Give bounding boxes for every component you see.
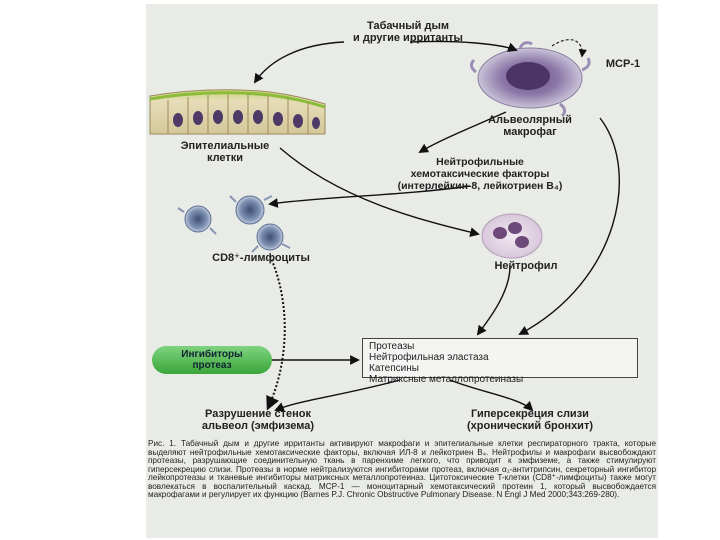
smoke-label: Табачный дым и другие ирританты xyxy=(353,20,463,44)
mcp1-label: MCP-1 xyxy=(605,58,641,70)
proteases-title: Протеазы xyxy=(369,341,415,352)
neutrophil-graphic xyxy=(481,213,543,259)
macrophage-graphic xyxy=(469,41,591,118)
bronchitis-label: Гиперсекреция слизи (хронический бронхит… xyxy=(467,408,593,432)
proteases-item: Нейтрофильная эластаза xyxy=(369,352,489,363)
neutrophil-label: Нейтрофил xyxy=(494,260,558,272)
chemotactic-factors-label: Нейтрофильные хемотаксические факторы (и… xyxy=(397,156,563,192)
pathway-arrows xyxy=(253,40,620,412)
cd8-label: CD8⁺-лимфоциты xyxy=(212,252,310,264)
lymphocyte-dotted-arrow xyxy=(266,255,286,411)
epithelial-cells-graphic xyxy=(149,89,326,135)
emphysema-label: Разрушение стенок альвеол (эмфизема) xyxy=(201,408,315,432)
proteases-item: Катепсины xyxy=(369,363,419,374)
proteases-item: Матриксные металлопротеиназы xyxy=(369,374,524,385)
macrophage-label: Альвеолярный макрофаг xyxy=(488,114,572,138)
epithelial-label: Эпителиальные клетки xyxy=(180,140,270,164)
protease-inhibitors-pill: Ингибиторы протеаз xyxy=(152,346,272,374)
figure-caption: Рис. 1. Табачный дым и другие ирританты … xyxy=(148,439,656,499)
cd8-lymphocytes-graphic xyxy=(177,195,291,253)
proteases-box: Протеазы Нейтрофильная эластаза Катепсин… xyxy=(362,338,638,385)
